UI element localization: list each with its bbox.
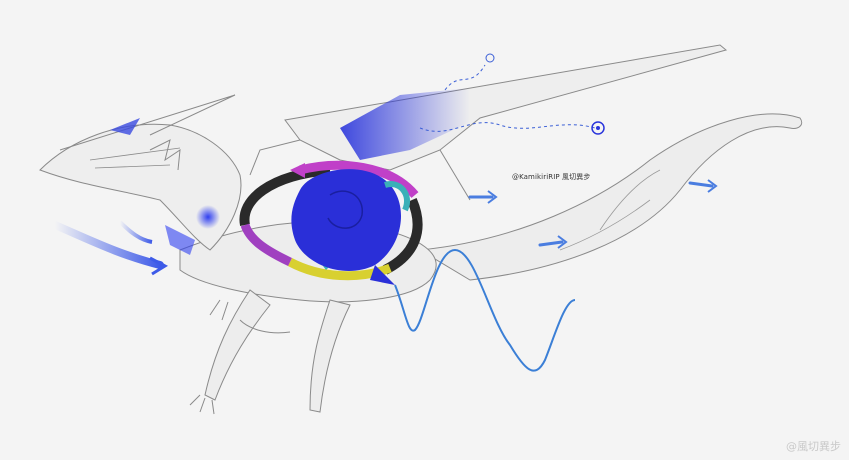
wind-arrow-icon [538,235,568,249]
weibo-watermark: @風切異步 [786,440,841,453]
sparkle-burst-icon [596,126,600,130]
sparkle-burst-icon [591,121,605,135]
dragon-tail [418,113,803,281]
wind-arrow-icon [688,179,718,193]
dragon-head [39,94,242,251]
wind-arrow-icon [51,220,169,276]
chest-blue-accent [165,225,195,255]
wave-line-icon [380,248,665,372]
rose-icon [291,169,410,285]
energy-glow [196,205,220,229]
sparkle-burst-icon [485,53,495,63]
flight-path-lower [419,121,605,135]
artist-credit: @KamikiriRIP 風切異步 [512,173,591,181]
wind-arrow-icon [468,190,498,204]
upper-wing [249,44,728,201]
flight-path-upper [444,53,495,91]
